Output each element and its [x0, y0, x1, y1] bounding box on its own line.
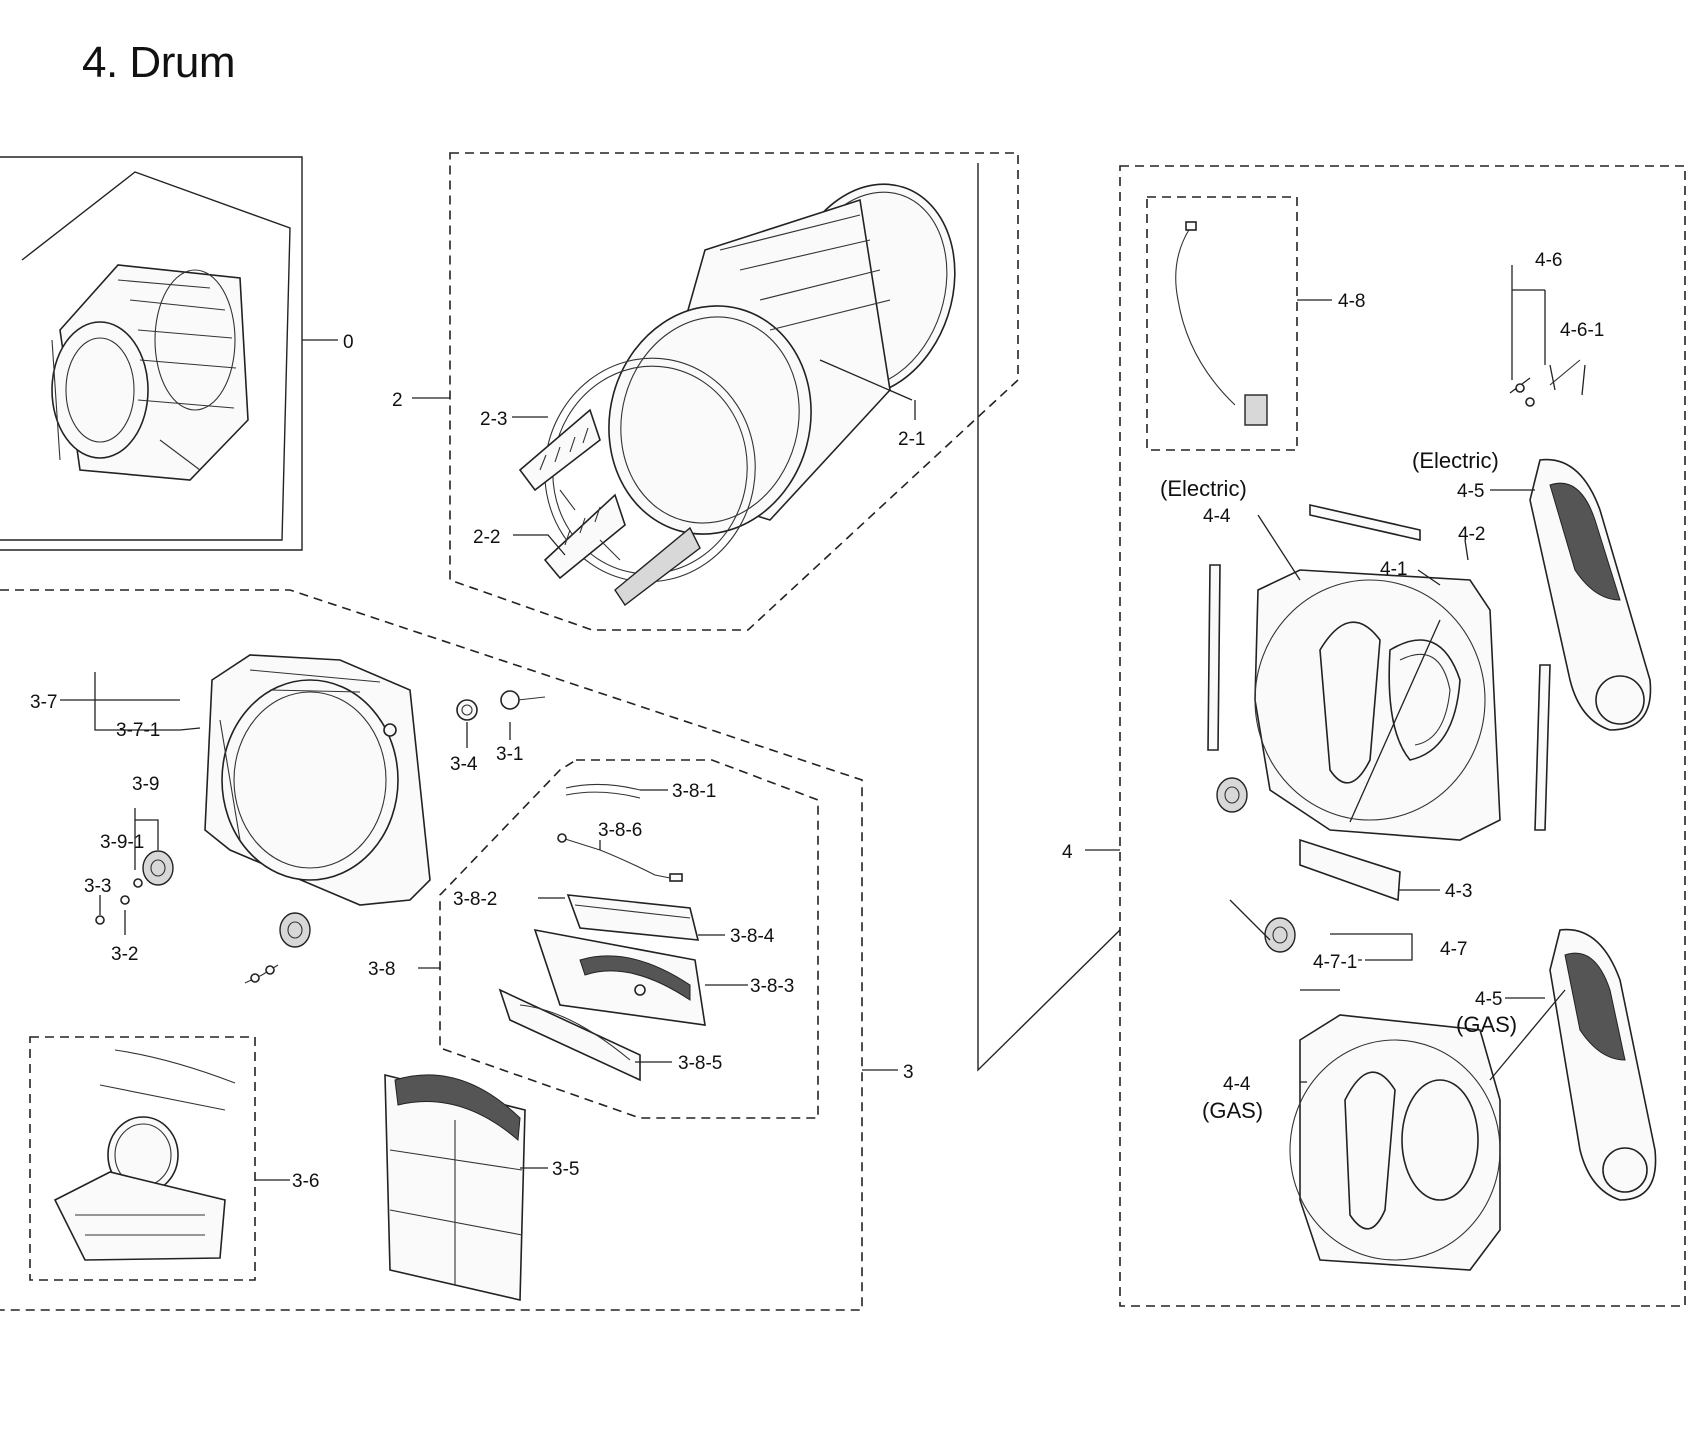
upper-roller-illustration	[1216, 777, 1248, 813]
part-3-8-1-illustration	[565, 783, 641, 799]
callout-4-4-gas: 4-4	[1223, 1074, 1251, 1095]
part-4-3-illustration	[1299, 838, 1401, 902]
callout-3-5: 3-5	[552, 1159, 579, 1180]
callout-3-8-2: 3-8-2	[453, 889, 497, 910]
callout-4-3: 4-3	[1445, 881, 1472, 902]
callout-3-1: 3-1	[496, 744, 523, 765]
callout-3-7: 3-7	[30, 692, 57, 713]
group-3-frame	[0, 589, 863, 1311]
callout-4-5-gas: 4-5	[1475, 989, 1502, 1010]
part-3-8-4-illustration	[566, 894, 700, 941]
callout-3-8-1: 3-8-1	[672, 781, 716, 802]
callout-4-4-electric: 4-4	[1203, 506, 1231, 527]
callout-4-2: 4-2	[1458, 524, 1485, 545]
callout-4-1: 4-1	[1380, 559, 1407, 580]
callout-3-2: 3-2	[111, 944, 138, 965]
part-3-1-illustration	[500, 690, 546, 710]
note-electric-4-5: (Electric)	[1412, 448, 1499, 473]
group-2-frame	[449, 152, 1019, 631]
rear-bracket-top-illustration	[1207, 503, 1551, 831]
callout-4-8: 4-8	[1338, 291, 1365, 312]
part-4-5-electric-duct-illustration	[1529, 458, 1652, 731]
note-electric-4-4: (Electric)	[1160, 476, 1247, 501]
callout-2-2: 2-2	[473, 527, 500, 548]
leader-lines	[60, 265, 1586, 1181]
part-4-5-gas-duct-illustration	[1549, 928, 1657, 1201]
group-2-guide-line	[977, 163, 1121, 1072]
note-gas-4-4: (GAS)	[1202, 1098, 1263, 1123]
group-3-6-frame	[29, 1036, 256, 1281]
callout-3-8-5: 3-8-5	[678, 1053, 722, 1074]
callout-4-5-electric: 4-5	[1457, 481, 1484, 502]
group-0-frame	[0, 156, 303, 551]
rear-bulkhead-electric-illustration	[1254, 569, 1501, 841]
callout-2-3: 2-3	[480, 409, 507, 430]
drum-body-illustration	[518, 183, 956, 607]
callout-3-8-4: 3-8-4	[730, 926, 775, 947]
callout-3-9-1: 3-9-1	[100, 832, 144, 853]
callout-3-8-3: 3-8-3	[750, 976, 794, 997]
part-3-8-3-illustration	[533, 928, 706, 1026]
callout-0: 0	[343, 332, 354, 353]
callout-2: 2	[392, 390, 403, 411]
callout-3: 3	[903, 1062, 914, 1083]
part-4-8-harness-illustration	[1175, 221, 1268, 426]
part-3-9-roller-illustration	[95, 850, 174, 925]
callout-3-7-1: 3-7-1	[116, 720, 160, 741]
callout-3-3: 3-3	[84, 876, 111, 897]
group-4-8-frame	[1146, 196, 1298, 451]
front-bulkhead-illustration	[204, 654, 431, 906]
note-gas-4-5: (GAS)	[1456, 1012, 1517, 1037]
callout-4-7-1: 4-7-1	[1313, 952, 1357, 973]
callout-4-7: 4-7	[1440, 939, 1467, 960]
callout-3-4: 3-4	[450, 754, 478, 775]
drum-assembly-illustration	[0, 171, 291, 541]
callout-2-1: 2-1	[898, 429, 925, 450]
page-title: 4. Drum	[82, 38, 235, 87]
part-3-6-duct-illustration	[53, 1049, 236, 1261]
part-3-5-filter-illustration	[384, 1073, 526, 1301]
callout-4: 4	[1062, 842, 1073, 863]
callout-3-9: 3-9	[132, 774, 159, 795]
part-4-6-illustration	[1509, 359, 1581, 407]
callout-3-8: 3-8	[368, 959, 395, 980]
callout-4-6-1: 4-6-1	[1560, 320, 1604, 341]
callout-3-8-6: 3-8-6	[598, 820, 642, 841]
part-3-8-6-illustration	[557, 833, 683, 882]
part-3-4-illustration	[456, 699, 478, 721]
rear-bulkhead-gas-illustration	[1289, 1014, 1501, 1271]
lower-roller-illustration	[244, 912, 311, 984]
group-3-8-frame	[439, 759, 819, 1119]
part-4-7-roller-illustration	[1264, 917, 1296, 953]
part-3-8-5-illustration	[498, 988, 641, 1082]
group-4-frame	[1119, 165, 1686, 1307]
callout-3-6: 3-6	[292, 1171, 319, 1192]
callout-4-6: 4-6	[1535, 250, 1562, 271]
